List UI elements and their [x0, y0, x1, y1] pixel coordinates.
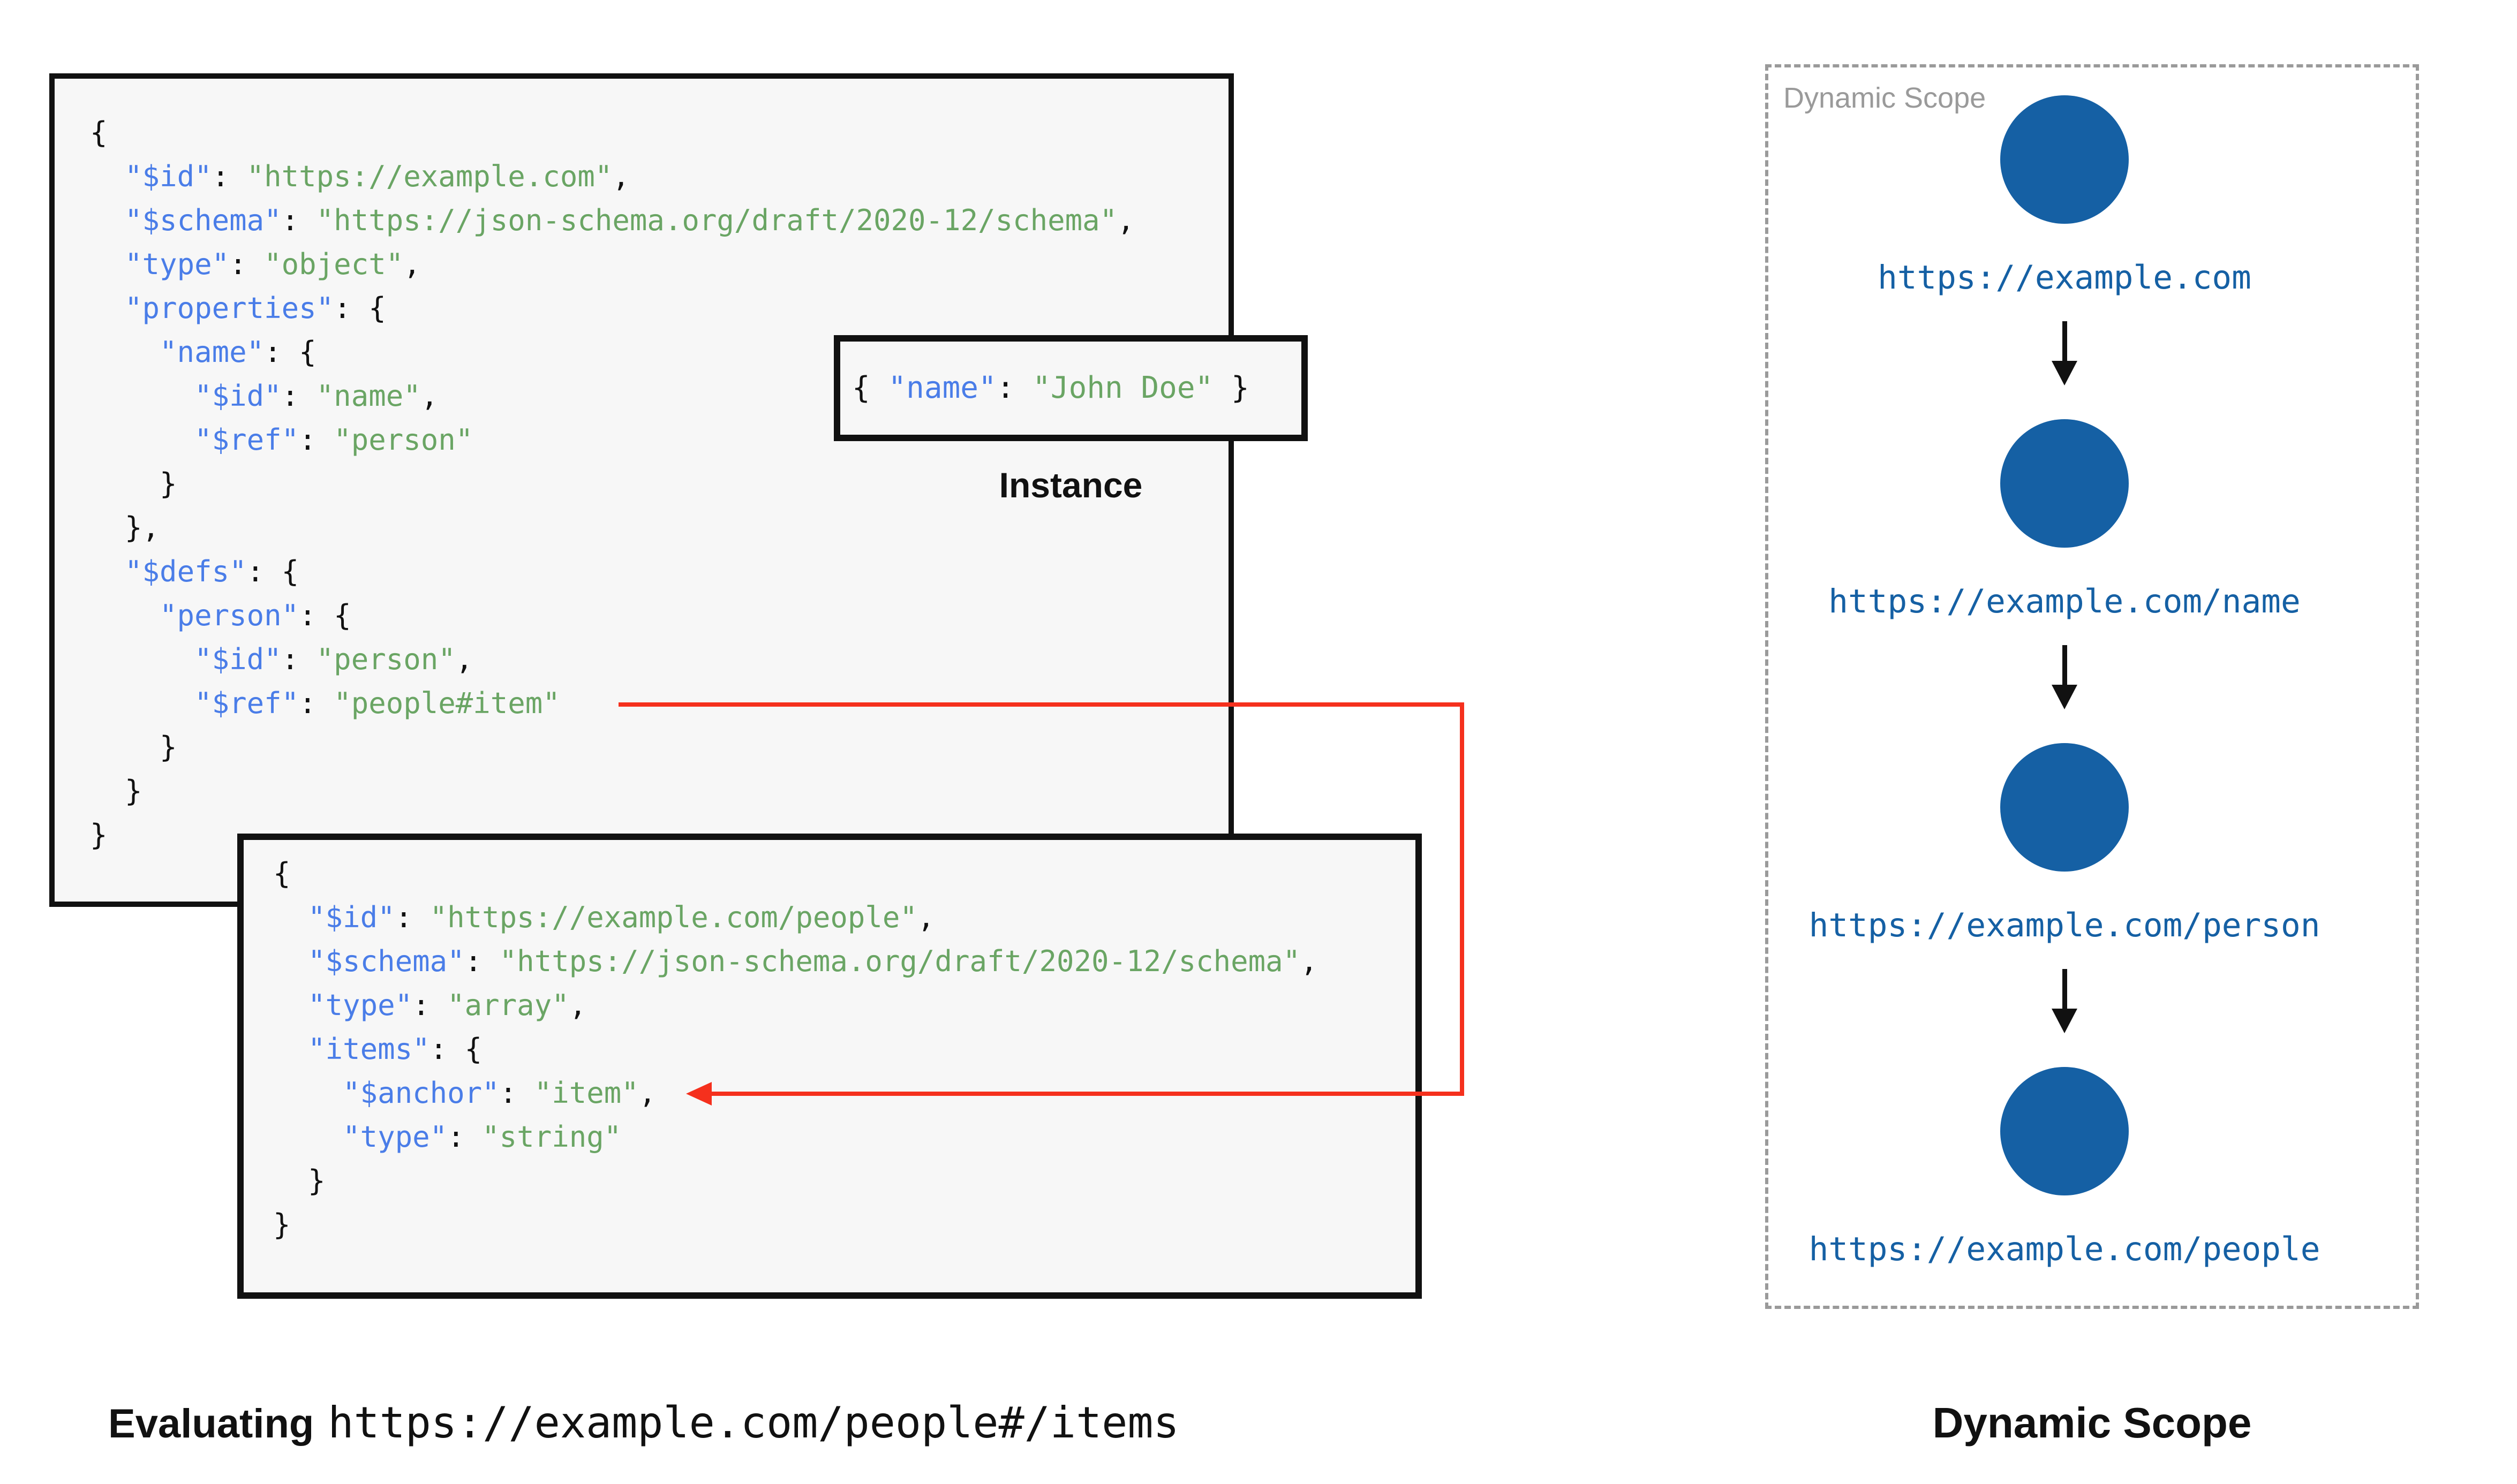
scope-node-uri: https://example.com/person: [1808, 906, 2320, 944]
json-key: "$schema": [308, 944, 465, 978]
json-key: "type": [308, 988, 413, 1022]
json-string: "person": [316, 642, 456, 676]
schema-root-box: { "$id": "https://example.com", "$schema…: [49, 73, 1234, 907]
instance-label: Instance: [999, 465, 1143, 505]
json-string: "string": [482, 1120, 622, 1154]
json-string: "https://example.com/people": [429, 900, 917, 934]
json-string: "name": [316, 379, 421, 413]
schema-root-code: { "$id": "https://example.com", "$schema…: [90, 116, 1135, 852]
schema-people-box: { "$id": "https://example.com/people", "…: [237, 834, 1422, 1299]
json-key: "$id": [308, 900, 395, 934]
json-key: "items": [308, 1032, 430, 1066]
scope-node-uri: https://example.com/people: [1808, 1230, 2320, 1268]
evaluating-uri: https://example.com/people#/items: [328, 1398, 1179, 1448]
ref-arrow-line-top: [619, 702, 1464, 707]
json-string: "John Doe": [1033, 370, 1214, 405]
json-key: "name": [160, 335, 265, 369]
json-key: "type": [125, 247, 230, 281]
instance-box: { "name": "John Doe" }: [834, 335, 1308, 441]
json-string: "array": [447, 988, 569, 1022]
json-string: "https://example.com": [246, 160, 613, 193]
instance-code: { "name": "John Doe" }: [852, 370, 1249, 405]
dynamic-scope-title: Dynamic Scope: [1932, 1399, 2252, 1447]
json-key: "$ref": [194, 686, 299, 720]
scope-node-circle: [2000, 95, 2129, 224]
json-key: "$schema": [125, 203, 282, 237]
scope-chain: https://example.com https://example.com/n…: [1768, 67, 2416, 1306]
down-arrow-icon: [2052, 645, 2077, 709]
json-string: "person": [334, 423, 473, 457]
json-key: "person": [160, 599, 299, 632]
json-key: "name": [888, 370, 997, 405]
json-string: "https://json-schema.org/draft/2020-12/s…: [499, 944, 1301, 978]
schema-people-code: { "$id": "https://example.com/people", "…: [273, 857, 1318, 1241]
json-key: "type": [343, 1120, 448, 1154]
scope-node-uri: https://example.com: [1878, 259, 2251, 297]
json-key: "$id": [125, 160, 212, 193]
json-string: "item": [534, 1076, 639, 1110]
json-key: "$id": [194, 379, 282, 413]
scope-node-circle: [2000, 743, 2129, 872]
json-key: "$id": [194, 642, 282, 676]
ref-arrow-line-bottom: [708, 1092, 1464, 1096]
down-arrow-icon: [2052, 321, 2077, 385]
json-key: "properties": [125, 291, 334, 325]
scope-node-uri: https://example.com/name: [1828, 582, 2301, 620]
json-string: "https://json-schema.org/draft/2020-12/s…: [316, 203, 1118, 237]
json-key: "$defs": [125, 555, 247, 588]
evaluating-prefix: Evaluating: [108, 1401, 314, 1447]
ref-arrowhead-icon: [686, 1082, 712, 1106]
json-key: "$anchor": [343, 1076, 500, 1110]
json-key: "$ref": [194, 423, 299, 457]
json-string: "people#item": [334, 686, 560, 720]
json-string: "object": [264, 247, 404, 281]
scope-node-circle: [2000, 419, 2129, 548]
scope-node-circle: [2000, 1067, 2129, 1195]
down-arrow-icon: [2052, 969, 2077, 1033]
dynamic-scope-panel-label: Dynamic Scope: [1783, 82, 1986, 114]
ref-arrow-line-right: [1460, 702, 1464, 1096]
